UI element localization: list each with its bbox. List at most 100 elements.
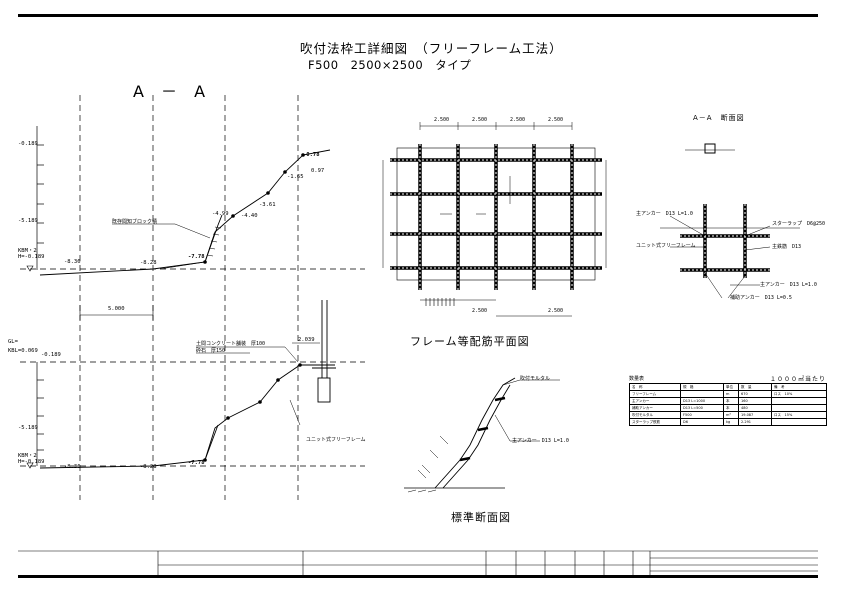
level-label: H=-0.189 [18, 459, 45, 465]
title-block [18, 550, 818, 575]
table-header: 名 称 [629, 383, 681, 391]
frame-label: ユニット式フリーフレーム [306, 437, 366, 443]
bottom-border [18, 575, 818, 578]
gravel-note: 砕石 厚150 [196, 348, 226, 354]
top-elevation-ruler [36, 126, 44, 270]
bottom-leaders [196, 342, 320, 426]
table-cell: 吹付モルタル [629, 411, 681, 419]
level-label: KBM・2 [18, 248, 37, 254]
section-ground-lines [20, 268, 365, 467]
level-label: H=-0.189 [18, 254, 45, 260]
level-label: -5.189 [18, 425, 38, 431]
detail-label: 補助アンカー D13 L=0.5 [730, 295, 792, 301]
standard-label: 吹付モルタル [520, 376, 551, 382]
elevation-mark: 0.97 [311, 168, 325, 174]
standard-section-title: 標準断面図 [451, 511, 511, 524]
elevation-mark: -8.28 [140, 260, 157, 266]
dim-5000 [79, 305, 154, 320]
table-cell [771, 397, 827, 405]
elevation-mark: -7.78 [188, 254, 205, 260]
section-label: A － A [133, 82, 212, 101]
table-header: 備 考 [771, 383, 827, 391]
table-cell: 本 [723, 397, 739, 405]
table-cell: 670 [738, 390, 772, 398]
plan-dimension: 2.500 [472, 117, 488, 123]
table-row: スターラップ鉄筋 D6 kg 2.291 [629, 418, 827, 426]
table-cell [771, 404, 827, 412]
level-label: -5.189 [18, 218, 38, 224]
top-markers [26, 153, 305, 469]
table-row: フリーフレーム m 670 ロス 10% [629, 390, 827, 398]
table-cell: 19.087 [738, 411, 772, 419]
pavement-note: 土間コンクリート舗装 厚100 [196, 341, 266, 347]
detail-label: 主鉄筋 D13 [772, 244, 802, 250]
elevation-mark: -7.78 [188, 460, 205, 466]
aa-detail [660, 143, 800, 299]
detail-label: 主アンカー D13 L=1.0 [760, 282, 817, 288]
plan-dimension: 2.500 [472, 308, 488, 314]
dimension-label: 2.039 [298, 337, 315, 343]
table-cell: 主アンカー [629, 397, 681, 405]
table-cell: D13 L=500 [680, 404, 724, 412]
table-cell: 補助アンカー [629, 404, 681, 412]
table-cell: 2.291 [738, 418, 772, 426]
elevation-mark: -3.61 [259, 202, 276, 208]
elevation-mark: -1.65 [287, 174, 304, 180]
table-cell: m [723, 390, 739, 398]
elevation-mark: -4.99 [212, 211, 229, 217]
table-header: 規 格 [680, 383, 724, 391]
table-row: 吹付モルタル F500 m³ 19.087 ロス 15% [629, 411, 827, 419]
block-label: 既存間知ブロック積 [112, 219, 158, 225]
table-header-row: 名 称 規 格 単位 数 量 備 考 [629, 383, 827, 391]
table-cell: ロス 10% [771, 390, 827, 398]
table-cell: ロス 15% [771, 411, 827, 419]
table-header: 数 量 [738, 383, 772, 391]
table-cell: D6 [680, 418, 724, 426]
bottom-markers [203, 363, 302, 462]
table-cell: 160 [738, 397, 772, 405]
table-cell: kg [723, 418, 739, 426]
plan-dimension: 2.500 [510, 117, 526, 123]
table-cell [680, 390, 724, 398]
plan-title: フレーム等配筋平面図 [410, 335, 530, 348]
standard-section [404, 377, 560, 493]
detail-label: 主アンカー D13 L=1.0 [636, 211, 693, 217]
plan-dimension: 2.500 [434, 117, 450, 123]
level-label: KBL=0.069 [8, 348, 38, 354]
elevation-mark: -8.36 [64, 259, 81, 265]
top-slope-profile [39, 149, 331, 276]
table-cell: フリーフレーム [629, 390, 681, 398]
table-cell: スターラップ鉄筋 [629, 418, 681, 426]
level-label: -0.189 [41, 352, 61, 358]
aa-detail-title: A－A 断面図 [693, 114, 745, 122]
table-cell: 480 [738, 404, 772, 412]
level-label: KBM・2 [18, 453, 37, 459]
bottom-slope-profile [39, 300, 336, 469]
table-header: 単位 [723, 383, 739, 391]
quantity-title: 数量表 [629, 376, 645, 382]
table-cell: D13 L=1000 [680, 397, 724, 405]
drawing-subtitle: F500 2500×2500 タイプ [308, 58, 472, 72]
level-label: GL= [8, 339, 18, 345]
dimension-label: 5.000 [108, 306, 125, 312]
plan-dimension: 2.500 [548, 117, 564, 123]
elevation-mark: -8.36 [64, 464, 81, 470]
elevation-mark: -0.78 [303, 152, 320, 158]
bottom-elevation-ruler [36, 362, 44, 466]
top-leader [112, 223, 211, 270]
standard-label: 主アンカー D13 L=1.0 [512, 438, 569, 444]
detail-label: ユニット式フリーフレーム [636, 243, 696, 249]
table-cell [771, 418, 827, 426]
drawing-title: 吹付法枠工詳細図 （フリーフレーム工法） [300, 41, 563, 56]
section-guides [79, 95, 299, 500]
top-slope-hatch [206, 226, 222, 257]
quantity-unit: １０００㎡当たり [770, 376, 827, 383]
elevation-mark: -8.28 [140, 464, 157, 470]
plan-grid [382, 122, 607, 317]
quantity-table: 名 称 規 格 単位 数 量 備 考 フリーフレーム m 670 ロス 10% … [629, 383, 827, 426]
detail-label: スターラップ D6@250 [772, 221, 826, 227]
table-cell: F500 [680, 411, 724, 419]
level-label: -0.189 [18, 141, 38, 147]
plan-dimension: 2.500 [548, 308, 564, 314]
